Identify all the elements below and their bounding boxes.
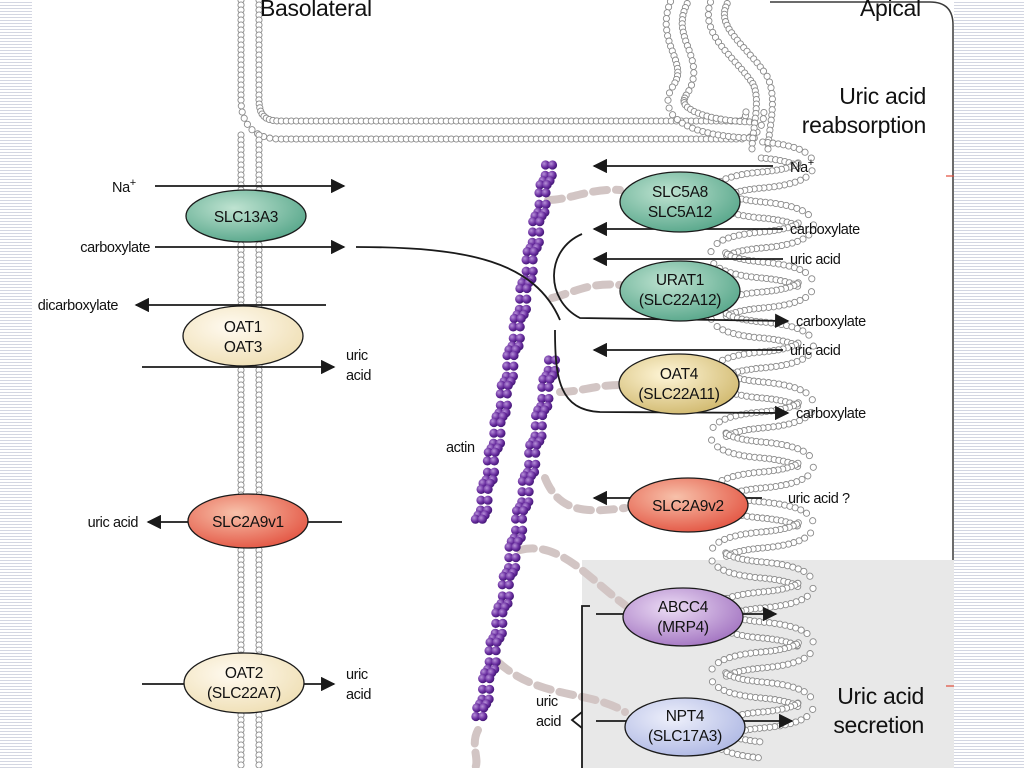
label-na-right-text: Na bbox=[790, 160, 809, 176]
label-uric-acid-oat2-line2: acid bbox=[346, 687, 371, 703]
label-uric-acid-secretion-line1: uric bbox=[536, 694, 558, 710]
transporter-oat2-sub-label: (SLC22A7) bbox=[207, 685, 281, 702]
transporter-slc2a9v1: SLC2A9v1 bbox=[187, 493, 309, 549]
transporter-oat2: OAT2 (SLC22A7) bbox=[183, 652, 305, 714]
label-na-right-charge: + bbox=[808, 157, 814, 169]
transporter-urat1: URAT1 (SLC22A12) bbox=[619, 260, 741, 322]
transporter-urat1-label: URAT1 bbox=[656, 272, 704, 289]
label-na-left-text: Na bbox=[112, 180, 131, 196]
label-uric-acid-oat4: uric acid bbox=[790, 343, 841, 359]
label-actin: actin bbox=[446, 440, 475, 456]
label-uric-acid-oat1-line2: acid bbox=[346, 368, 371, 384]
heading-reabsorption-line1: Uric acid bbox=[839, 83, 926, 109]
label-uric-acid-slc2a9v1: uric acid bbox=[88, 515, 139, 531]
label-uric-acid-secretion-line2: acid bbox=[536, 714, 561, 730]
label-na-right: Na+ bbox=[790, 157, 814, 176]
transporter-oat3-label: OAT3 bbox=[224, 339, 262, 356]
heading-basolateral: Basolateral bbox=[260, 0, 372, 21]
uric-acid-transport-diagram: SLC13A3 OAT1 OAT3 SLC2A9v1 OAT2 (SLC22A7… bbox=[38, 0, 954, 768]
label-na-left-charge: + bbox=[130, 177, 136, 189]
heading-apical: Apical bbox=[860, 0, 921, 21]
transporter-slc13a3: SLC13A3 bbox=[185, 189, 307, 243]
transporter-slc5a8-label: SLC5A8 bbox=[652, 184, 708, 201]
transporter-abcc4-label: ABCC4 bbox=[658, 599, 709, 616]
apical-compartment-outline bbox=[770, 1, 954, 560]
secretion-brace bbox=[581, 605, 590, 768]
label-uric-acid-slc2a9v2: uric acid ? bbox=[788, 491, 850, 507]
transporter-npt4-sub-label: (SLC17A3) bbox=[648, 728, 722, 745]
label-carboxylate-left: carboxylate bbox=[80, 240, 150, 256]
transporter-oat1-label: OAT1 bbox=[224, 319, 262, 336]
transporter-abcc4: ABCC4 (MRP4) bbox=[622, 587, 744, 647]
label-uric-acid-oat2-line1: uric bbox=[346, 667, 368, 683]
secretion-brace-tip bbox=[570, 711, 583, 729]
transporter-slc5a12-label: SLC5A12 bbox=[648, 204, 712, 221]
label-carboxylate-out-urat1: carboxylate bbox=[796, 314, 866, 330]
label-na-left: Na+ bbox=[112, 177, 136, 196]
right-decorative-stripes bbox=[954, 0, 1024, 768]
transporter-slc2a9v2-label: SLC2A9v2 bbox=[652, 498, 724, 515]
arrow-carboxylate-out-oat4 bbox=[554, 329, 790, 421]
heading-reabsorption-line2: reabsorption bbox=[802, 112, 926, 138]
transporter-oat2-label: OAT2 bbox=[225, 665, 263, 682]
carboxylate-cross-cell-path bbox=[355, 246, 561, 321]
heading-secretion-line1: Uric acid bbox=[837, 683, 924, 709]
label-uric-acid-urat1: uric acid bbox=[790, 252, 841, 268]
transporter-oat4-label: OAT4 bbox=[660, 366, 699, 383]
label-carboxylate-out-oat4: carboxylate bbox=[796, 406, 866, 422]
actin-filaments bbox=[470, 160, 561, 722]
transporter-oat4: OAT4 (SLC22A11) bbox=[618, 353, 740, 415]
transporter-slc2a9v2: SLC2A9v2 bbox=[627, 477, 749, 533]
heading-secretion-line2: secretion bbox=[833, 712, 924, 738]
label-dicarboxylate: dicarboxylate bbox=[38, 298, 119, 314]
left-decorative-stripes bbox=[0, 0, 32, 768]
transporter-oat4-sub-label: (SLC22A11) bbox=[638, 386, 719, 403]
transporter-slc5a8: SLC5A8 SLC5A12 bbox=[619, 171, 741, 233]
arrow-carboxylate-out-urat1 bbox=[553, 233, 790, 329]
transporter-slc13a3-label: SLC13A3 bbox=[214, 209, 278, 226]
transporter-urat1-sub-label: (SLC22A12) bbox=[639, 292, 721, 309]
transporter-npt4: NPT4 (SLC17A3) bbox=[624, 697, 746, 757]
transporter-slc2a9v1-label: SLC2A9v1 bbox=[212, 514, 284, 531]
label-uric-acid-oat1-line1: uric bbox=[346, 348, 368, 364]
transporter-oat1-oat3: OAT1 OAT3 bbox=[182, 305, 304, 367]
label-carboxylate-in: carboxylate bbox=[790, 222, 860, 238]
slide-area: SLC13A3 OAT1 OAT3 SLC2A9v1 OAT2 (SLC22A7… bbox=[32, 0, 954, 768]
transporter-npt4-label: NPT4 bbox=[666, 708, 705, 725]
transporter-mrp4-label: (MRP4) bbox=[657, 619, 709, 636]
